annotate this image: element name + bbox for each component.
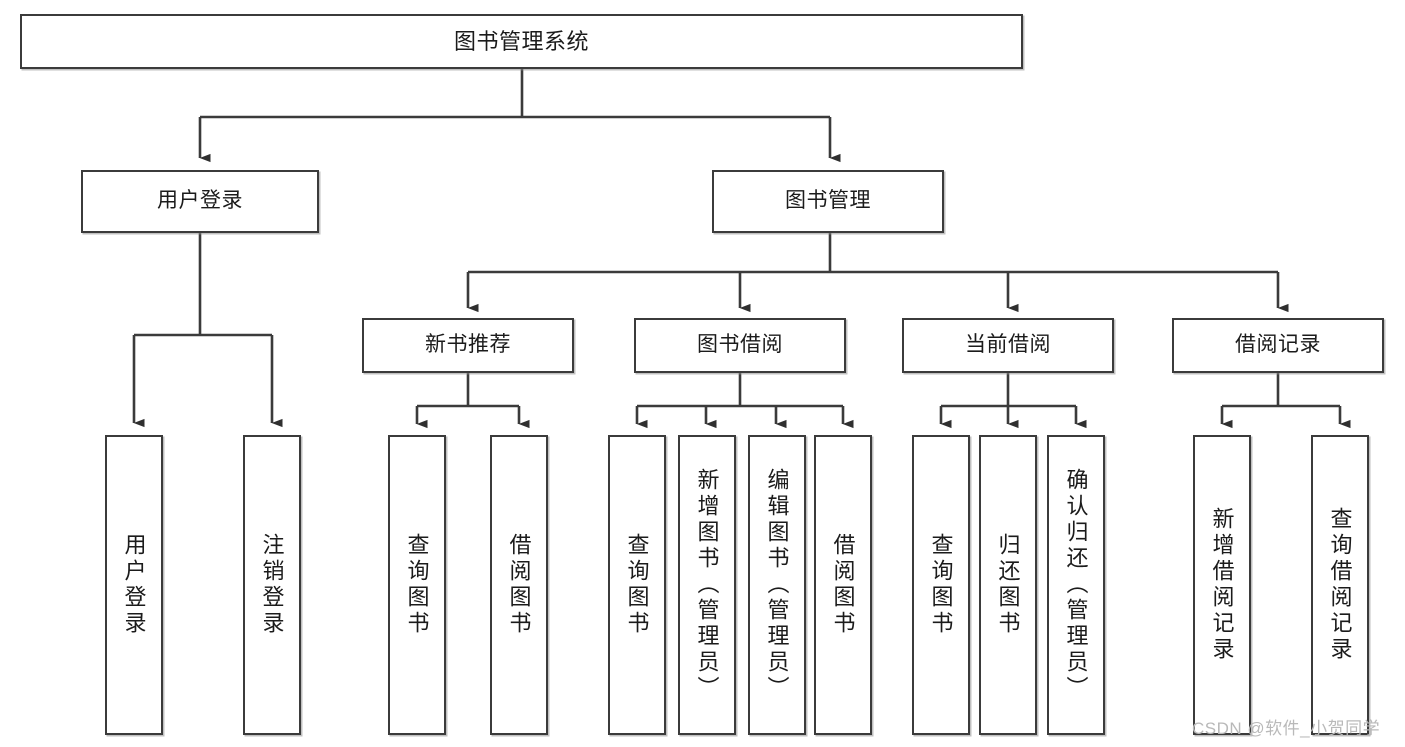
node-leaf-user-login[interactable]: 用户登录 <box>105 435 163 735</box>
node-leaf-add-book-label: 新增图书（管理员） <box>694 468 720 702</box>
node-book-borrow-label: 图书借阅 <box>697 333 783 357</box>
node-leaf-borrow-book-1-label: 借阅图书 <box>506 533 532 637</box>
node-leaf-edit-book-label: 编辑图书（管理员） <box>764 468 790 702</box>
node-leaf-edit-book[interactable]: 编辑图书（管理员） <box>748 435 806 735</box>
node-leaf-add-record[interactable]: 新增借阅记录 <box>1193 435 1251 735</box>
node-leaf-logout-login[interactable]: 注销登录 <box>243 435 301 735</box>
node-leaf-confirm-return-label: 确认归还（管理员） <box>1063 468 1089 702</box>
node-leaf-query-book-2[interactable]: 查询图书 <box>608 435 666 735</box>
node-current-borrow[interactable]: 当前借阅 <box>902 318 1114 373</box>
node-book-management[interactable]: 图书管理 <box>712 170 944 233</box>
node-leaf-add-book[interactable]: 新增图书（管理员） <box>678 435 736 735</box>
node-borrow-record[interactable]: 借阅记录 <box>1172 318 1384 373</box>
node-leaf-borrow-book-1[interactable]: 借阅图书 <box>490 435 548 735</box>
node-leaf-query-book-1[interactable]: 查询图书 <box>388 435 446 735</box>
node-leaf-borrow-book-2-label: 借阅图书 <box>830 533 856 637</box>
node-book-borrow[interactable]: 图书借阅 <box>634 318 846 373</box>
node-current-borrow-label: 当前借阅 <box>965 333 1051 357</box>
node-leaf-query-book-2-label: 查询图书 <box>624 533 650 637</box>
node-user-login-label: 用户登录 <box>157 189 243 213</box>
node-leaf-return-book[interactable]: 归还图书 <box>979 435 1037 735</box>
node-leaf-return-book-label: 归还图书 <box>995 533 1021 637</box>
node-leaf-logout-login-label: 注销登录 <box>259 533 285 637</box>
node-leaf-borrow-book-2[interactable]: 借阅图书 <box>814 435 872 735</box>
node-leaf-query-record[interactable]: 查询借阅记录 <box>1311 435 1369 735</box>
node-root-label: 图书管理系统 <box>453 28 589 54</box>
node-leaf-add-record-label: 新增借阅记录 <box>1209 507 1235 663</box>
node-leaf-query-book-3[interactable]: 查询图书 <box>912 435 970 735</box>
node-book-management-label: 图书管理 <box>785 189 871 213</box>
node-leaf-user-login-label: 用户登录 <box>121 533 147 637</box>
node-new-book-recommend[interactable]: 新书推荐 <box>362 318 574 373</box>
node-borrow-record-label: 借阅记录 <box>1235 333 1321 357</box>
node-new-book-recommend-label: 新书推荐 <box>425 333 511 357</box>
node-leaf-query-book-3-label: 查询图书 <box>928 533 954 637</box>
node-leaf-query-record-label: 查询借阅记录 <box>1327 507 1353 663</box>
node-user-login[interactable]: 用户登录 <box>81 170 319 233</box>
watermark-text: CSDN @软件_小贺同学 <box>1192 719 1381 738</box>
node-leaf-query-book-1-label: 查询图书 <box>404 533 430 637</box>
node-leaf-confirm-return[interactable]: 确认归还（管理员） <box>1047 435 1105 735</box>
node-root[interactable]: 图书管理系统 <box>20 14 1023 69</box>
